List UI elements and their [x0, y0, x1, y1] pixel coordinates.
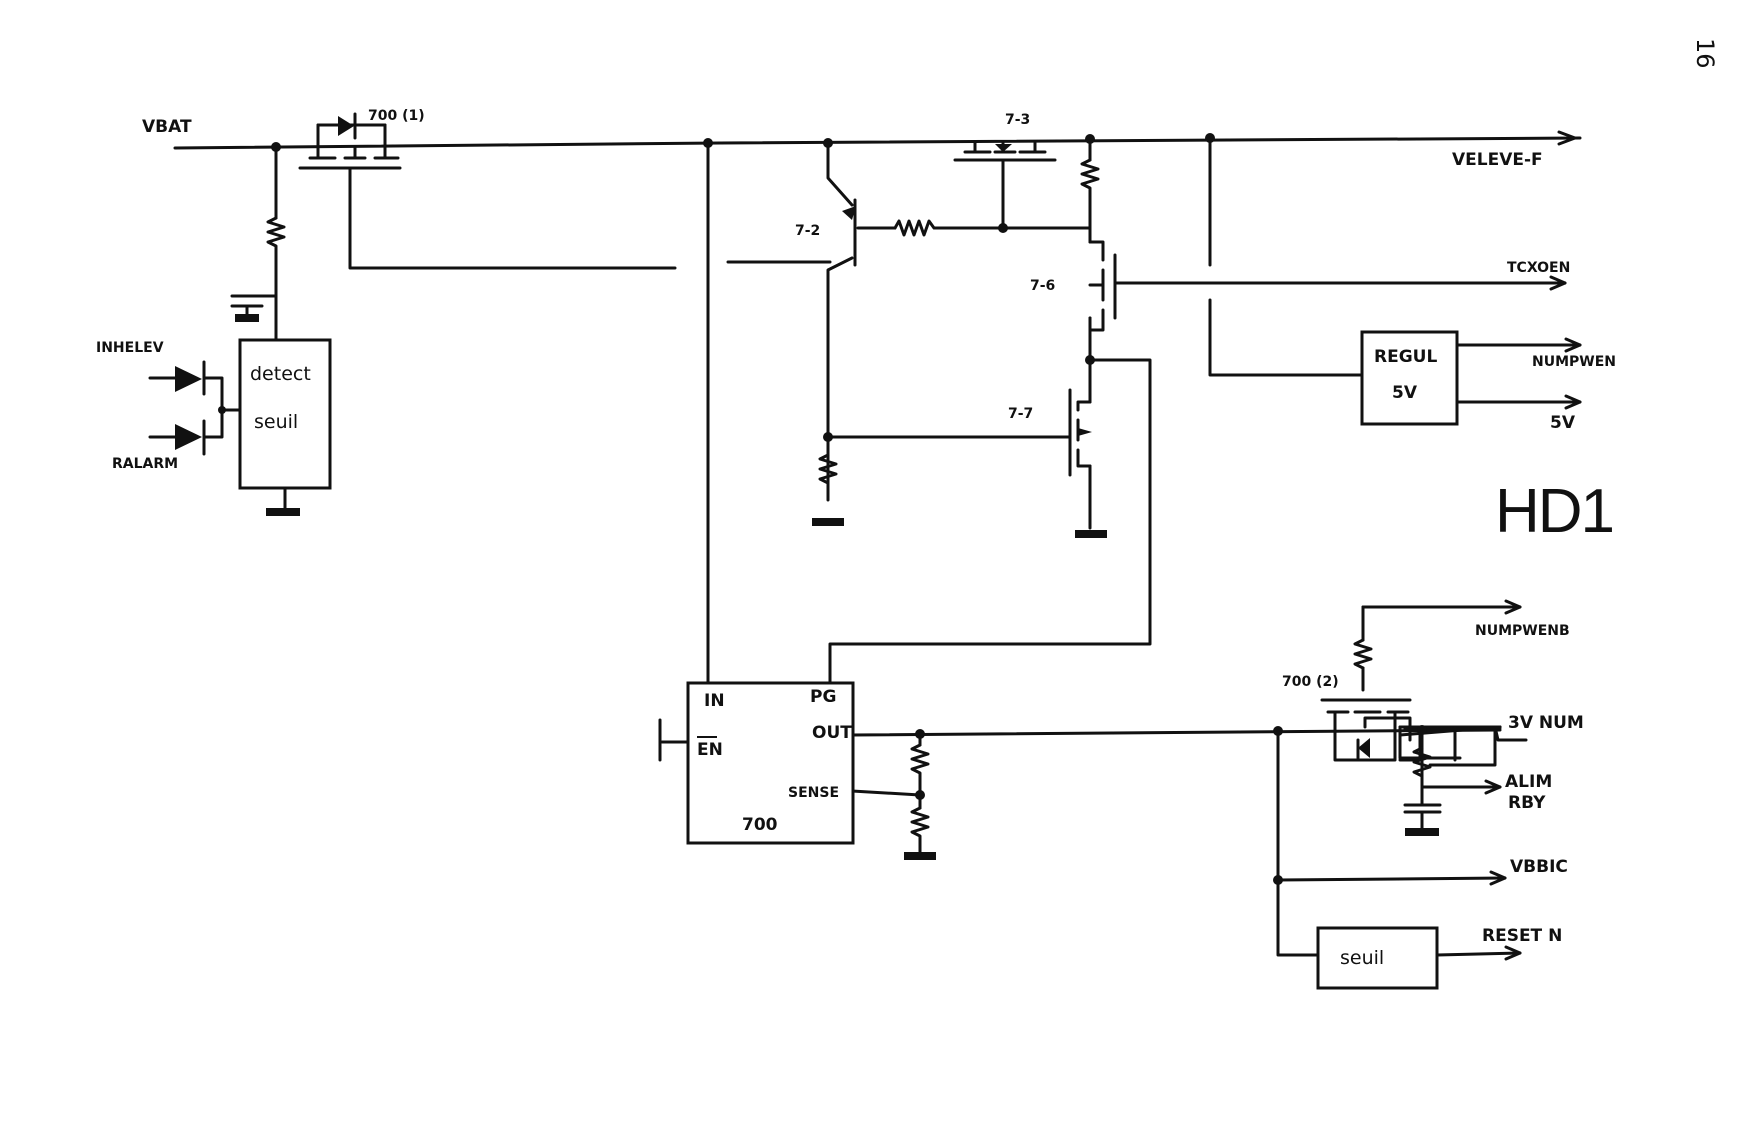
- page-number: 16: [1691, 38, 1719, 69]
- transistor-t2: [842, 198, 857, 267]
- ground-alim: [1405, 828, 1439, 836]
- label-vbat: VBAT: [142, 117, 192, 137]
- label-tcxoen: TCXOEN: [1507, 260, 1570, 276]
- wire-vbbic: [1276, 876, 1507, 882]
- wire-veleve-bus: [718, 136, 1582, 145]
- pin-pg-label: PG: [810, 687, 836, 707]
- block-detect-label1: detect: [250, 363, 311, 385]
- label-t2: 7-2: [795, 223, 820, 239]
- resistor-divider-top: [910, 743, 930, 777]
- junctions: [271, 133, 1427, 885]
- wire-pg: [828, 358, 1152, 685]
- mosfet-700-2: [1320, 698, 1412, 762]
- resistor-alim: [1412, 746, 1432, 778]
- block-regul-label2: 5V: [1392, 383, 1418, 403]
- wire-vbbic-feed: [1276, 728, 1320, 957]
- arrow-veleve: [1557, 130, 1577, 146]
- ground-t2: [812, 518, 844, 526]
- resistor-700-2: [1353, 638, 1373, 670]
- capacitor-alim: [1403, 803, 1442, 814]
- resistor-vbat: [266, 216, 286, 250]
- label-3v-num: 3V NUM: [1508, 713, 1584, 733]
- mosfet-t7: [1068, 388, 1092, 477]
- pin-out-label: OUT: [812, 723, 852, 743]
- resistor-t2-base: [893, 219, 936, 237]
- label-ralarm: RALARM: [112, 456, 178, 472]
- label-inhelev: INHELEV: [96, 340, 164, 356]
- wires: [173, 130, 1582, 961]
- diagram-title: HD1: [1495, 477, 1613, 546]
- mosfet-t6: [1088, 240, 1117, 332]
- block-seuil-label: seuil: [1340, 947, 1384, 969]
- ground-detect: [266, 508, 300, 516]
- block-detect-label2: seuil: [254, 411, 298, 433]
- resistor-t6-pullup: [1080, 158, 1100, 197]
- label-numpwenb: NUMPWENB: [1475, 623, 1570, 639]
- ground-divider: [904, 852, 936, 860]
- label-resetn: RESET N: [1482, 926, 1562, 946]
- resistor-divider-bottom: [910, 806, 930, 840]
- diode-inhelev: [148, 360, 242, 412]
- wire-vbat: [173, 141, 722, 150]
- label-t6: 7-6: [1030, 278, 1055, 294]
- label-t7: 7-7: [1008, 406, 1033, 422]
- label-veleve-f: VELEVE-F: [1452, 150, 1543, 170]
- block-regul-5v: [1360, 330, 1459, 426]
- label-700-1: 700 (1): [368, 108, 425, 124]
- pin-en-label: EN: [697, 740, 723, 760]
- label-rby: RBY: [1508, 793, 1546, 813]
- wire-out: [850, 728, 1502, 737]
- resistor-t2-emitter: [818, 453, 838, 497]
- label-alim: ALIM: [1505, 772, 1552, 792]
- ic-700-label: 700: [742, 815, 778, 835]
- ground-t7: [1075, 530, 1107, 538]
- label-t3: 7-3: [1005, 112, 1030, 128]
- diode-ralarm: [148, 408, 224, 456]
- block-regulator-ic-700: [686, 681, 855, 845]
- pin-sense-label: SENSE: [788, 785, 839, 801]
- block-detect-seuil: [238, 338, 332, 490]
- label-700-2: 700 (2): [1282, 674, 1339, 690]
- label-5v: 5V: [1550, 413, 1576, 433]
- wire-gate-700-1: [348, 166, 677, 270]
- block-seuil: [1316, 926, 1439, 990]
- mosfet-t3: [953, 141, 1057, 162]
- mosfet-700-1: [298, 112, 402, 170]
- block-regul-label1: REGUL: [1374, 347, 1437, 367]
- label-numpwen: NUMPWEN: [1532, 354, 1616, 370]
- pin-in-label: IN: [704, 691, 725, 711]
- label-vbbic: VBBIC: [1510, 857, 1568, 877]
- capacitor-detect: [230, 294, 264, 322]
- wire-resetn: [1435, 951, 1522, 957]
